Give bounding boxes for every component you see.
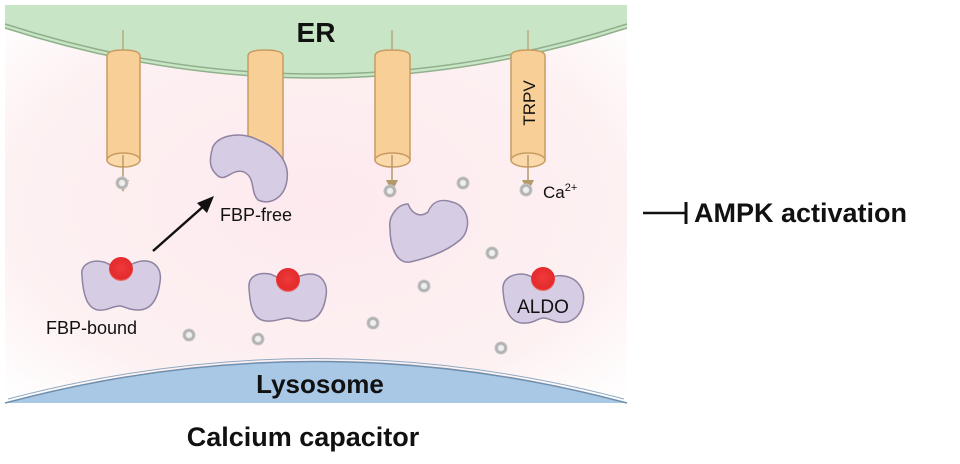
calcium-ion	[494, 341, 508, 355]
trpv-label: TRPV	[520, 80, 539, 126]
aldo-fbp-free-1: FBP-free	[209, 134, 292, 225]
calcium-ion	[485, 246, 499, 260]
aldo-fbp-bound-1: FBP-bound	[46, 257, 162, 338]
aldo-fbp-bound-2	[248, 268, 328, 322]
calcium-ion	[417, 279, 431, 293]
lysosome-label: Lysosome	[256, 369, 384, 399]
calcium-ion	[115, 176, 129, 190]
calcium-ion	[456, 176, 470, 190]
fbp-free-label: FBP-free	[220, 205, 292, 225]
diagram-title: Calcium capacitor	[187, 422, 420, 452]
arrow-head-icon	[197, 196, 214, 213]
fbp-bound-label: FBP-bound	[46, 318, 137, 338]
calcium-label: Ca2+	[543, 182, 577, 202]
calcium-ions: Ca2+	[115, 176, 577, 355]
calcium-ion	[251, 332, 265, 346]
inhibition-arrow	[643, 202, 688, 224]
aldo-fbp-bound-3: ALDO	[502, 267, 585, 324]
fbp-molecule	[531, 267, 555, 291]
fbp-molecule	[276, 268, 300, 292]
er-label: ER	[297, 17, 336, 48]
ampk-activation-label: AMPK activation	[694, 198, 907, 228]
calcium-ion	[182, 328, 196, 342]
release-arrow	[152, 196, 214, 252]
channel-3	[374, 30, 411, 192]
aldo-label: ALDO	[517, 297, 569, 318]
channel-4-trpv: TRPV	[510, 30, 546, 192]
lysosome-organelle: Lysosome	[4, 358, 628, 404]
fbp-molecule	[109, 257, 133, 281]
calcium-ion	[366, 316, 380, 330]
aldo-fbp-free-2	[389, 199, 469, 263]
calcium-ion	[383, 184, 397, 198]
calcium-ion	[519, 183, 533, 197]
